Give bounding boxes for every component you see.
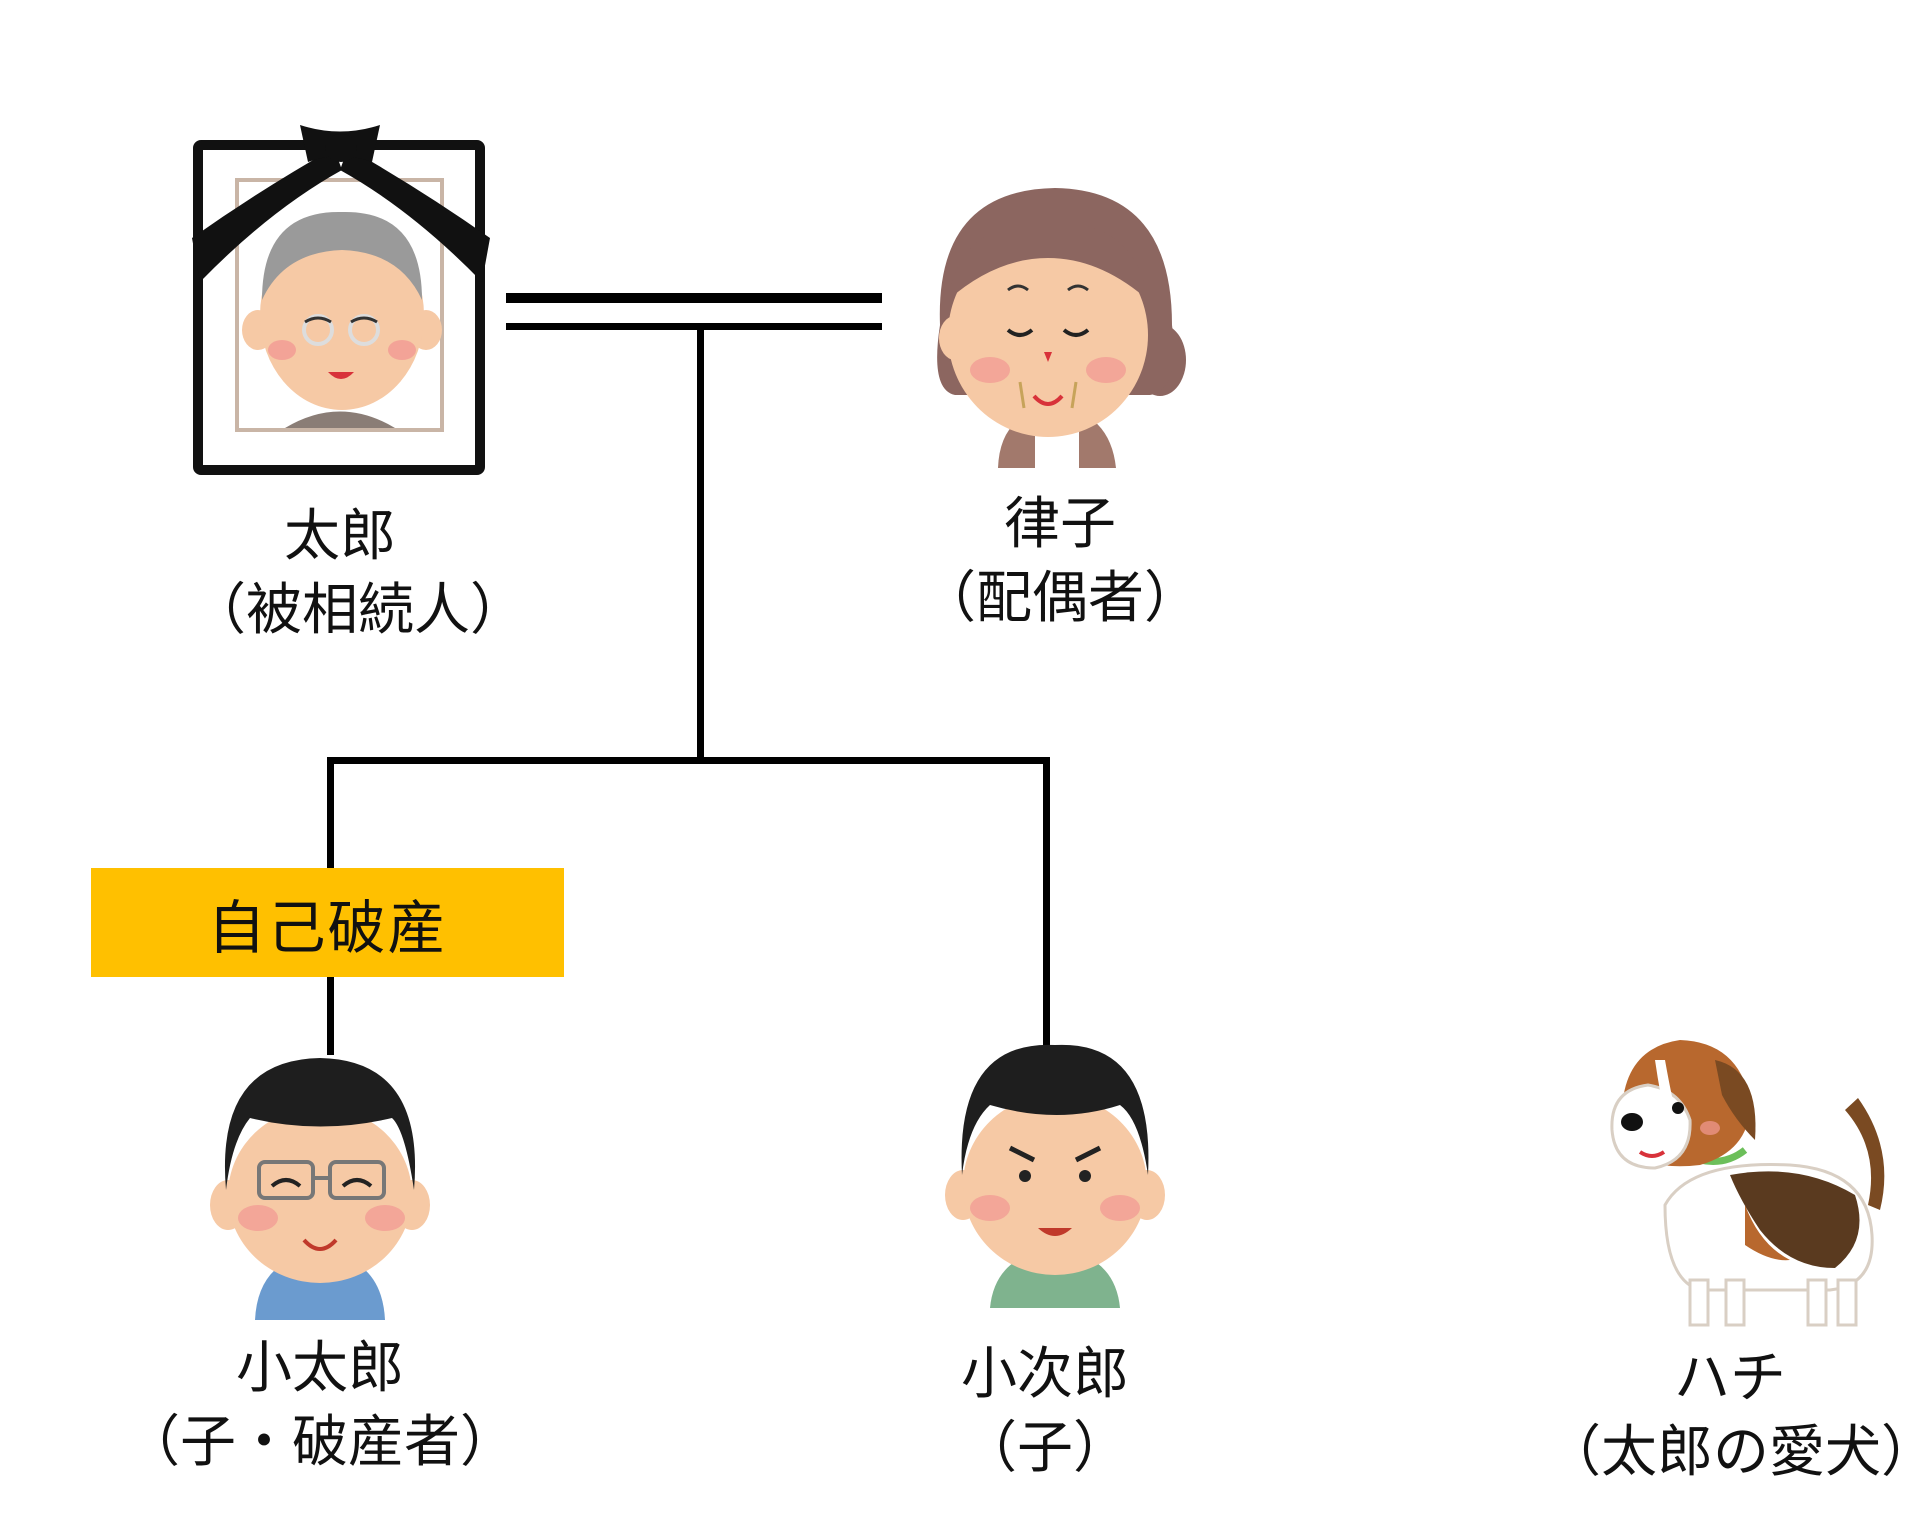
bankruptcy-tag: 自己破産 bbox=[91, 868, 564, 977]
hachi-name: ハチ bbox=[1674, 1346, 1786, 1411]
ritsuko-name: 律子 bbox=[1004, 492, 1116, 557]
taro-name: 太郎 bbox=[284, 504, 396, 569]
kotaro-line-upper bbox=[327, 757, 334, 872]
ritsuko-role: （配偶者） bbox=[920, 565, 1200, 631]
young-man-icon bbox=[945, 1044, 1165, 1308]
kotaro-line-lower bbox=[327, 975, 334, 1055]
descent-line bbox=[697, 325, 704, 762]
man-with-glasses-icon bbox=[210, 1058, 430, 1320]
kotaro-label: 小太郎 （子・破産者） bbox=[120, 1332, 520, 1480]
marriage-line bbox=[506, 293, 882, 330]
elderly-woman-icon bbox=[937, 188, 1186, 468]
ritsuko-label: 律子 （配偶者） bbox=[910, 488, 1210, 636]
hachi-role: （太郎の愛犬） bbox=[1545, 1419, 1920, 1485]
kojiro-name: 小次郎 bbox=[961, 1342, 1129, 1407]
kojiro-line bbox=[1043, 757, 1050, 1055]
taro-role: （被相続人） bbox=[190, 577, 526, 643]
kotaro-name: 小太郎 bbox=[236, 1336, 404, 1401]
kojiro-label: 小次郎 （子） bbox=[895, 1338, 1195, 1486]
taro-label: 太郎 （被相続人） bbox=[190, 500, 526, 648]
deceased-portrait-icon bbox=[192, 125, 490, 475]
kotaro-role: （子・破産者） bbox=[124, 1409, 516, 1475]
kojiro-role: （子） bbox=[961, 1415, 1129, 1481]
hachi-label: ハチ （太郎の愛犬） bbox=[1545, 1342, 1920, 1490]
beagle-dog-icon bbox=[1610, 1040, 1885, 1327]
children-branch-line bbox=[327, 757, 1050, 764]
